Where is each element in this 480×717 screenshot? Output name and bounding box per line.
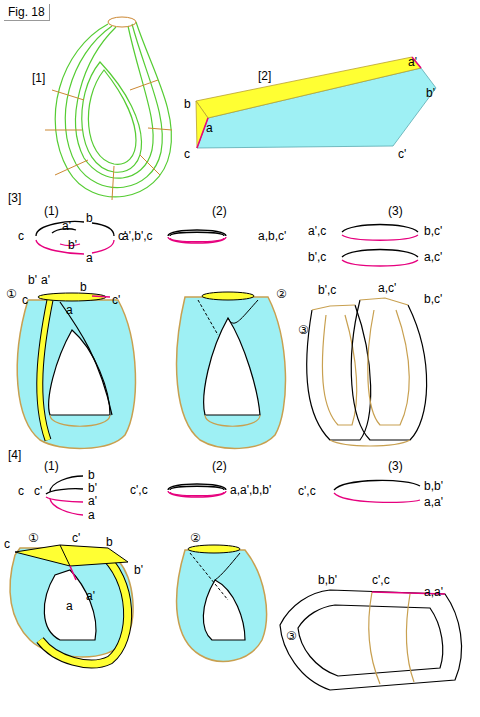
band-figure-3-3	[307, 298, 427, 446]
point-label: b,b'	[318, 573, 337, 587]
point-label: a,a'	[424, 495, 443, 509]
point-label: c',c	[298, 484, 316, 498]
point-label: a'	[86, 589, 95, 603]
point-label: b	[80, 280, 87, 294]
point-label: b',c	[308, 250, 326, 264]
point-label: a	[66, 599, 73, 613]
point-label: ①	[6, 287, 17, 301]
point-label: ③	[298, 323, 309, 337]
point-label: ①	[28, 531, 39, 545]
band-figure-3-2	[177, 292, 286, 448]
point-label: c	[22, 293, 28, 307]
point-label: b'	[28, 273, 37, 287]
point-label: b	[106, 535, 113, 549]
point-label: (2)	[212, 459, 227, 473]
point-label: (1)	[44, 204, 59, 218]
band-figure-4-2	[177, 545, 267, 661]
point-label: c'	[112, 293, 120, 307]
prism-strip	[196, 57, 436, 148]
point-label: a,c'	[378, 281, 396, 295]
point-label: a	[66, 303, 73, 317]
band-figure-4-3	[280, 590, 462, 690]
point-label: b,c'	[424, 224, 442, 238]
point-label: a	[206, 121, 213, 135]
point-label: b	[86, 211, 93, 225]
point-label: b'	[426, 86, 435, 100]
point-label: a,c'	[424, 250, 442, 264]
point-label: c	[18, 229, 24, 243]
point-label: c'	[34, 484, 42, 498]
point-label: ③	[286, 629, 297, 643]
point-label: b'	[68, 238, 77, 252]
band-figure-3-1	[17, 293, 135, 448]
point-label: ②	[276, 287, 287, 301]
point-label: a,a'	[424, 585, 443, 599]
point-label: c	[4, 537, 10, 551]
point-label: (1)	[44, 459, 59, 473]
point-label: a	[86, 251, 93, 265]
figure-title: Fig. 18	[4, 4, 50, 21]
cross-sections-4	[46, 476, 420, 515]
point-label: b'	[134, 563, 143, 577]
mesh-cross-lines	[45, 17, 172, 200]
point-label: a,b,c'	[258, 229, 286, 243]
point-label: c'	[72, 531, 80, 545]
point-label: a,a',b,b'	[230, 483, 271, 497]
point-label: c',c	[372, 573, 390, 587]
cross-sections-3	[36, 222, 418, 266]
point-label: [2]	[258, 69, 271, 83]
point-label: (3)	[388, 204, 403, 218]
point-label: (3)	[388, 459, 403, 473]
point-label: b	[184, 97, 191, 111]
point-label: b'	[88, 481, 97, 495]
band-figure-4-1	[10, 545, 133, 664]
point-label: a'	[41, 273, 50, 287]
point-label: b	[88, 468, 95, 482]
point-label: c	[18, 484, 24, 498]
point-label: a'	[408, 55, 417, 69]
point-label: [4]	[8, 448, 21, 462]
point-label: c'	[398, 147, 406, 161]
point-label: c	[184, 147, 190, 161]
point-label: b,b'	[424, 479, 443, 493]
point-label: [3]	[8, 191, 21, 205]
point-label: a',c	[308, 224, 326, 238]
point-label: b,c'	[424, 292, 442, 306]
point-label: a'	[88, 494, 97, 508]
point-label: a'	[62, 219, 71, 233]
point-label: a',b',c	[122, 229, 153, 243]
point-label: b',c	[318, 283, 336, 297]
point-label: c',c	[130, 483, 148, 497]
point-label: (2)	[212, 204, 227, 218]
point-label: [1]	[32, 71, 45, 85]
point-label: ②	[190, 531, 201, 545]
point-label: a	[88, 508, 95, 522]
